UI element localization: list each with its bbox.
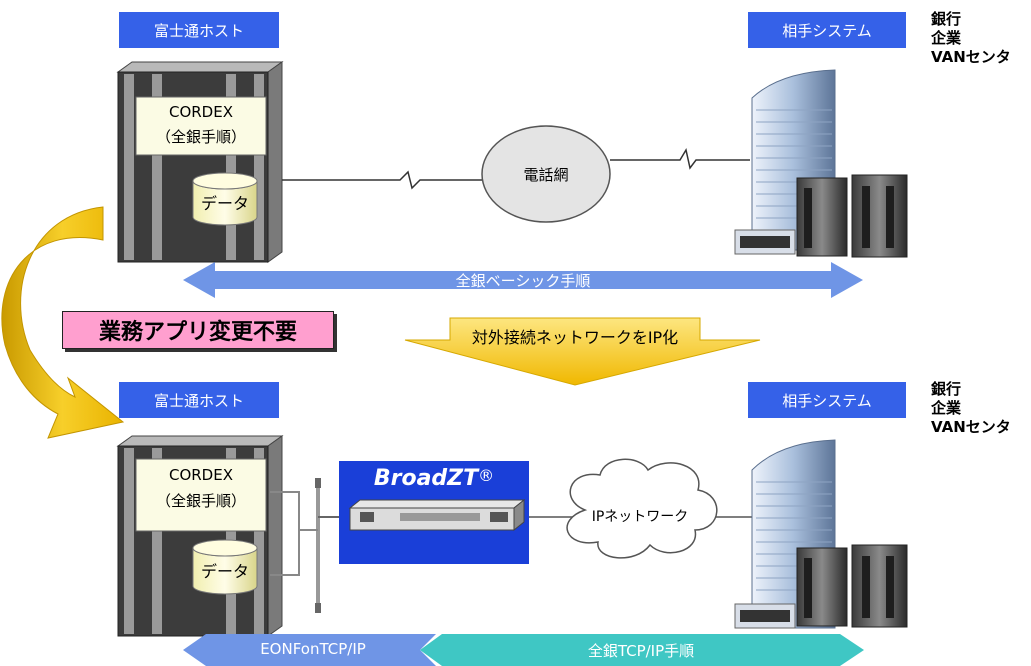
- top-host-label: 富士通ホスト: [119, 12, 279, 48]
- top-partner-types: 銀行 企業 VANセンタ: [931, 10, 1011, 67]
- partner-type-van: VANセンタ: [931, 418, 1011, 436]
- partner-type-bank: 銀行: [931, 10, 962, 28]
- bottom-partner-building: [734, 439, 908, 629]
- top-cordex-title: CORDEX: [168, 103, 233, 121]
- top-protocol-label: 全銀ベーシック手順: [455, 272, 591, 290]
- ip-network-label: IPネットワーク: [591, 509, 689, 525]
- partner-type-company: 企業: [931, 399, 962, 417]
- bottom-host-label: 富士通ホスト: [119, 382, 279, 418]
- bottom-protocol-arrow-left: [183, 634, 436, 666]
- partner-type-van: VANセンタ: [931, 48, 1011, 66]
- partner-type-company: 企業: [931, 29, 962, 47]
- bottom-cordex-sub: （全銀手順）: [155, 492, 246, 510]
- broadzt-registered-mark: ®: [478, 466, 495, 485]
- broadzt-brand: BroadZT®: [339, 466, 529, 491]
- bottom-protocol-left-label: EONFonTCP/IP: [260, 640, 366, 658]
- broadzt-name: BroadZT: [373, 466, 479, 491]
- bottom-cordex-title: CORDEX: [168, 466, 233, 484]
- top-mainframe: [116, 61, 284, 263]
- bottom-protocol-arrow-right: [420, 634, 864, 666]
- top-phone-link: [282, 148, 750, 190]
- ip-conversion-arrow: [404, 317, 761, 386]
- partner-type-bank: 銀行: [931, 380, 962, 398]
- top-partner-building: [734, 69, 908, 258]
- top-partner-label: 相手システム: [748, 12, 906, 48]
- ip-network-cloud: [566, 458, 718, 559]
- bottom-protocol-right-label: 全銀TCP/IP手順: [587, 642, 695, 660]
- curved-migration-arrow: [1, 206, 125, 439]
- bottom-partner-types: 銀行 企業 VANセンタ: [931, 380, 1011, 437]
- bottom-mainframe: [116, 435, 284, 637]
- broadzt-device: [339, 461, 529, 564]
- phone-network-cloud: [481, 125, 611, 223]
- phone-network-label: 電話網: [523, 166, 569, 184]
- top-protocol-arrow: [183, 262, 863, 298]
- no-change-label: 業務アプリ変更不要: [98, 320, 297, 345]
- ip-conversion-label: 対外接続ネットワークをIP化: [471, 328, 679, 347]
- no-change-badge: 業務アプリ変更不要: [62, 311, 334, 349]
- top-cordex-sub: （全銀手順）: [155, 128, 246, 146]
- top-data-label: データ: [200, 194, 249, 213]
- bottom-partner-label: 相手システム: [748, 382, 906, 418]
- lan-bus: [270, 478, 345, 613]
- bottom-data-label: データ: [200, 562, 249, 581]
